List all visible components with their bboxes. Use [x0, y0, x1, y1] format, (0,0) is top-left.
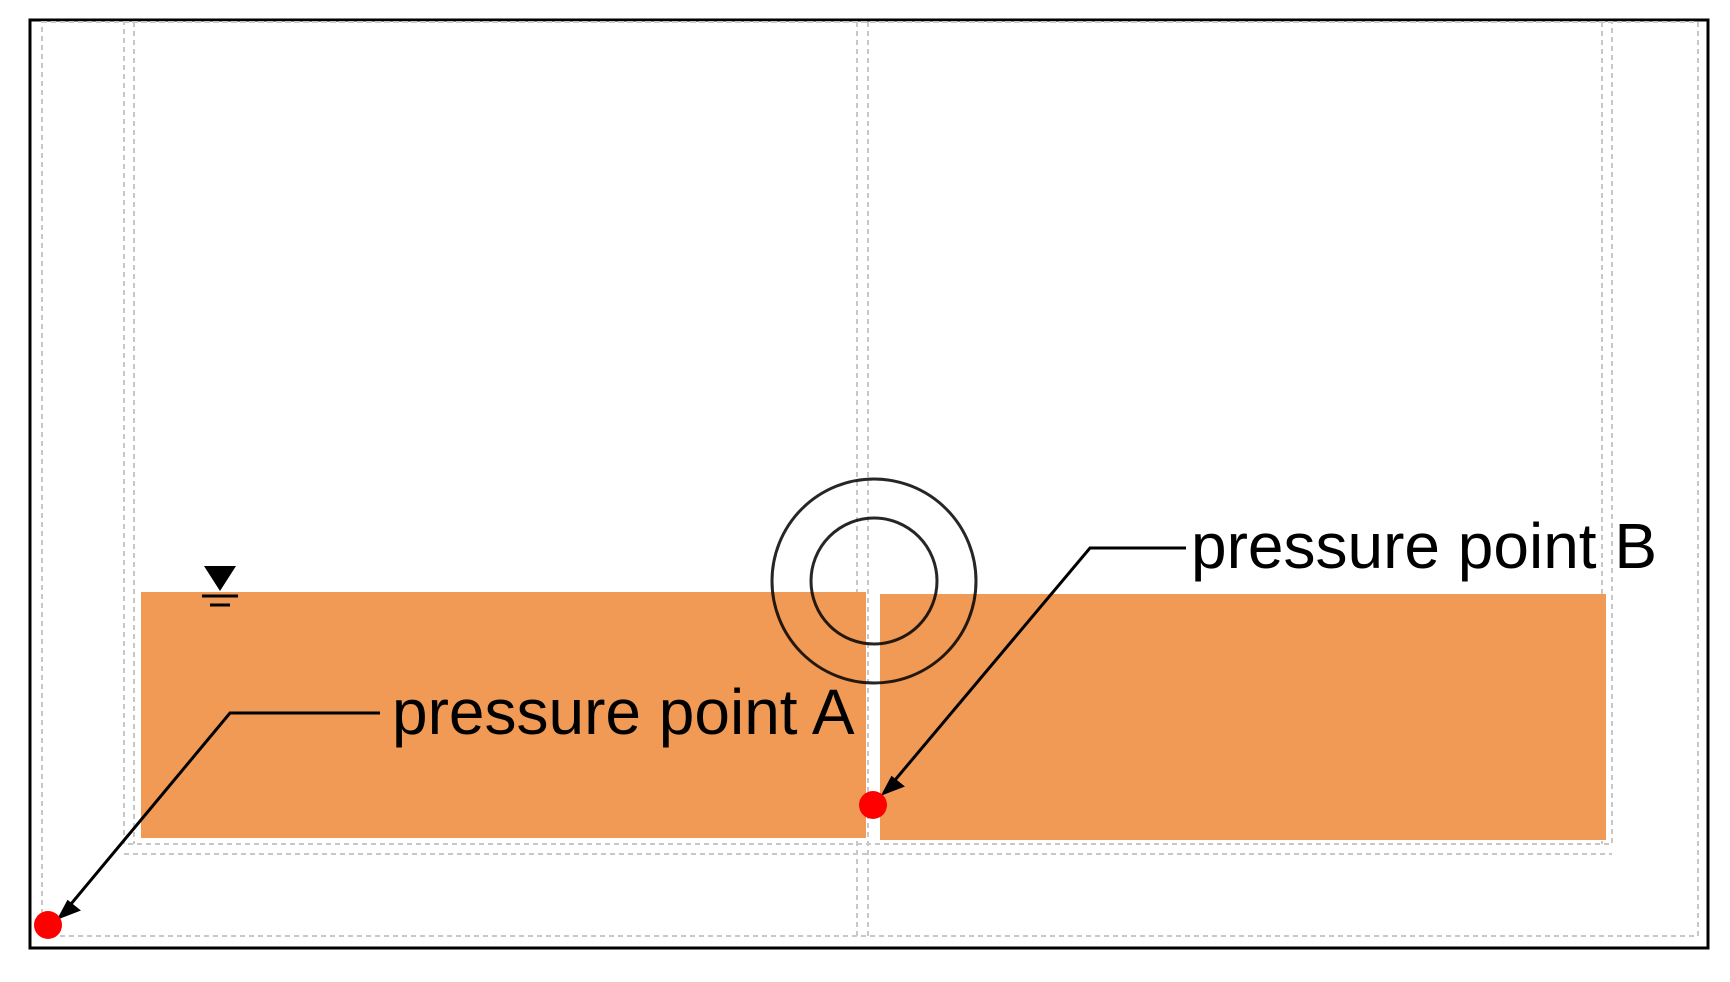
pressure-point-a-marker	[34, 911, 62, 939]
leader-line-b	[880, 546, 1186, 796]
leader-line-a	[56, 711, 380, 920]
cylinder-outer-circle	[770, 477, 978, 685]
inner-dashed-boundary	[41, 21, 1699, 937]
pressure-point-b-marker	[859, 791, 887, 819]
cylinder-inner-circle	[809, 516, 939, 646]
fluid-region-right	[880, 594, 1606, 840]
dashed-guides	[41, 21, 1699, 940]
pressure-point-a-label: pressure point A	[392, 676, 855, 748]
pressure-point-b-label: pressure point B	[1191, 510, 1657, 582]
cylinder	[770, 477, 978, 685]
water-level-symbol-icon	[202, 566, 238, 607]
fluid-region-left	[141, 592, 866, 838]
